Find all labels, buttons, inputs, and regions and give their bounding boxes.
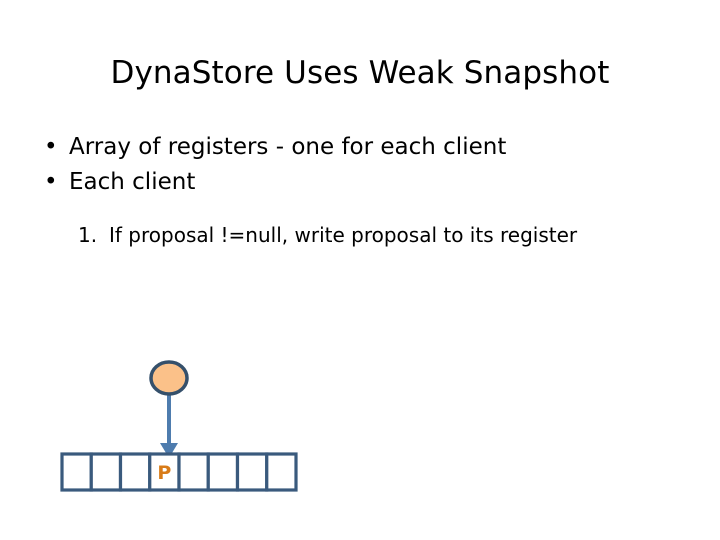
list-item: 1. If proposal !=null, write proposal to… bbox=[78, 224, 698, 247]
numbered-item-label: If proposal !=null, write proposal to it… bbox=[109, 223, 578, 247]
list-item: • Each client bbox=[44, 169, 684, 196]
numbered-list: 1. If proposal !=null, write proposal to… bbox=[78, 224, 698, 247]
register-array-diagram: P bbox=[0, 350, 360, 500]
register-cell[interactable] bbox=[60, 452, 93, 492]
bullet-item-label: Array of registers - one for each client bbox=[69, 134, 507, 160]
client-node-circle[interactable] bbox=[149, 360, 189, 396]
register-array: P bbox=[60, 452, 298, 492]
numbered-item-marker: 1. bbox=[78, 223, 98, 247]
register-cell[interactable] bbox=[265, 452, 298, 492]
register-cell[interactable] bbox=[177, 452, 210, 492]
register-cell[interactable] bbox=[206, 452, 240, 492]
bullet-list: • Array of registers - one for each clie… bbox=[44, 134, 684, 204]
slide-title: DynaStore Uses Weak Snapshot bbox=[110, 55, 610, 91]
register-cell-value: P bbox=[157, 462, 171, 484]
write-arrow-head-icon bbox=[160, 443, 178, 458]
list-item: • Array of registers - one for each clie… bbox=[44, 134, 684, 161]
bullet-item-label: Each client bbox=[69, 169, 196, 196]
register-cell[interactable] bbox=[235, 452, 269, 492]
bullet-glyph-icon: • bbox=[44, 134, 58, 160]
register-cell[interactable] bbox=[89, 452, 123, 492]
register-cell[interactable] bbox=[118, 452, 152, 492]
bullet-glyph-icon: • bbox=[44, 169, 58, 196]
